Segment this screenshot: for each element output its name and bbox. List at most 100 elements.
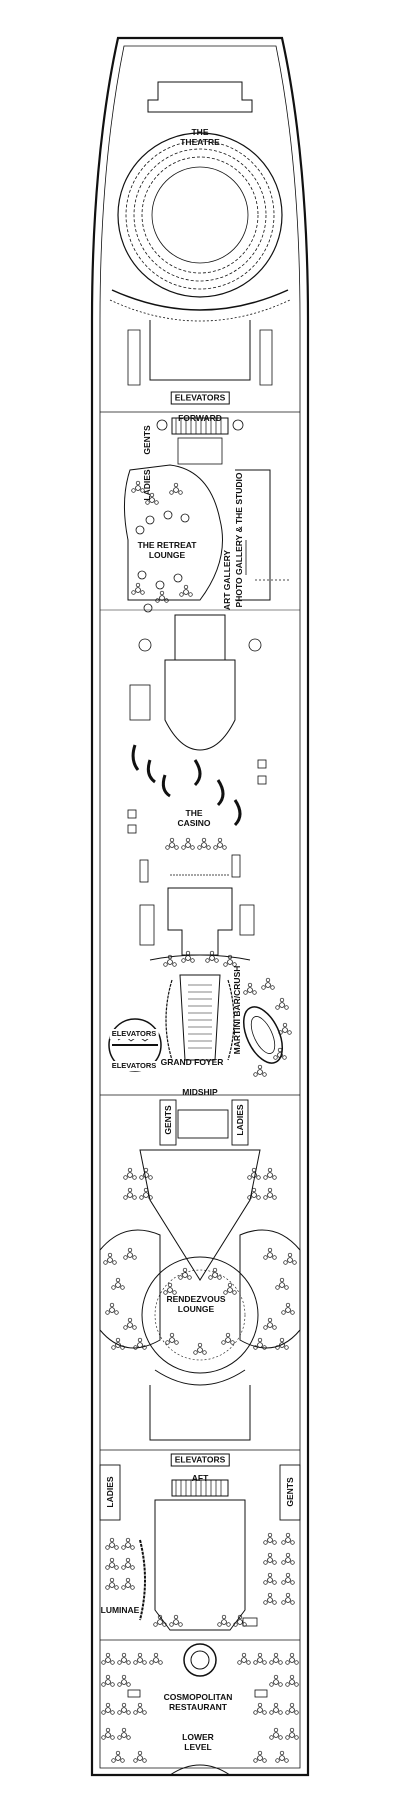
table-cluster xyxy=(281,1552,295,1565)
grand-foyer-label: GRAND FOYER xyxy=(160,1057,224,1067)
table-cluster xyxy=(121,1577,135,1590)
table-cluster xyxy=(165,837,179,850)
table-cluster xyxy=(269,1702,283,1715)
table-cluster xyxy=(285,1674,299,1687)
table-cluster xyxy=(105,1557,119,1570)
ladies-midship-label: LADIES xyxy=(235,1104,245,1136)
retreat-lounge-area xyxy=(123,464,223,613)
table-cluster xyxy=(273,1047,287,1060)
lower-level-label: LOWER LEVEL xyxy=(182,1732,214,1752)
table-cluster xyxy=(131,480,145,493)
table-cluster xyxy=(263,1572,277,1585)
table-cluster xyxy=(133,1702,147,1715)
table-cluster xyxy=(131,582,145,595)
table-cluster xyxy=(121,1557,135,1570)
table-cluster xyxy=(253,1750,267,1763)
martini-bar-label: MARTINI BAR/CRUSH xyxy=(232,965,242,1055)
table-cluster xyxy=(269,1652,283,1665)
table-cluster xyxy=(217,1614,231,1627)
table-cluster xyxy=(181,837,195,850)
table-cluster xyxy=(275,1750,289,1763)
table-cluster xyxy=(263,1247,277,1260)
aft-elevators-label: ELEVATORS xyxy=(170,1453,230,1467)
table-cluster xyxy=(139,1187,153,1200)
table-cluster xyxy=(139,1167,153,1180)
seating-tables xyxy=(101,480,299,1763)
table-cluster xyxy=(117,1674,131,1687)
gents-midship-label: GENTS xyxy=(163,1105,173,1135)
glass-elevators-top-label: ELEVATORS xyxy=(109,1029,159,1039)
table-cluster xyxy=(263,1167,277,1180)
ladies-aft-label: LADIES xyxy=(105,1476,115,1508)
art-gallery-area xyxy=(235,469,290,601)
midship-restrooms xyxy=(100,1094,300,1281)
midship-label: MIDSHIP xyxy=(182,1087,218,1097)
table-cluster xyxy=(133,1652,147,1665)
table-cluster xyxy=(165,1332,179,1345)
table-cluster xyxy=(101,1652,115,1665)
rendezvous-lounge-label: RENDEZVOUS LOUNGE xyxy=(166,1294,226,1314)
gents-forward-label: GENTS xyxy=(142,425,152,455)
table-cluster xyxy=(101,1702,115,1715)
table-cluster xyxy=(208,1267,222,1280)
table-cluster xyxy=(101,1727,115,1740)
forward-stairs xyxy=(175,418,222,434)
table-cluster xyxy=(237,1652,251,1665)
table-cluster xyxy=(283,1252,297,1265)
table-cluster xyxy=(111,1277,125,1290)
midship-core xyxy=(139,887,255,956)
table-cluster xyxy=(117,1727,131,1740)
table-cluster xyxy=(281,1592,295,1605)
table-cluster xyxy=(269,1727,283,1740)
table-cluster xyxy=(263,1532,277,1545)
table-cluster xyxy=(105,1537,119,1550)
table-cluster xyxy=(163,1282,177,1295)
table-cluster xyxy=(121,1537,135,1550)
central-structure xyxy=(100,609,300,751)
table-cluster xyxy=(101,1674,115,1687)
table-cluster xyxy=(253,1337,267,1350)
forward-label: FORWARD xyxy=(178,413,222,423)
table-cluster xyxy=(223,954,237,967)
table-cluster xyxy=(123,1187,137,1200)
table-cluster xyxy=(269,1674,283,1687)
forward-elevators-label: ELEVATORS xyxy=(170,391,230,405)
photo-gallery-label: PHOTO GALLERY & THE STUDIO xyxy=(234,472,244,608)
table-cluster xyxy=(163,954,177,967)
table-cluster xyxy=(155,590,169,603)
table-cluster xyxy=(263,1552,277,1565)
casino-area xyxy=(127,744,267,883)
table-cluster xyxy=(213,837,227,850)
table-cluster xyxy=(221,1332,235,1345)
table-cluster xyxy=(105,1577,119,1590)
cosmopolitan-restaurant-area xyxy=(100,1617,300,1776)
table-cluster xyxy=(223,1282,237,1295)
table-cluster xyxy=(263,1317,277,1330)
table-cluster xyxy=(153,1614,167,1627)
table-cluster xyxy=(197,837,211,850)
table-cluster xyxy=(149,1652,163,1665)
table-cluster xyxy=(105,1302,119,1315)
aft-core xyxy=(99,1385,301,1631)
table-cluster xyxy=(275,997,289,1010)
table-cluster xyxy=(285,1727,299,1740)
table-cluster xyxy=(253,1652,267,1665)
table-cluster xyxy=(193,1342,207,1355)
table-cluster xyxy=(145,492,159,505)
table-cluster xyxy=(111,1750,125,1763)
table-cluster xyxy=(111,1337,125,1350)
rendezvous-lounge-area xyxy=(99,1229,301,1386)
table-cluster xyxy=(233,1614,247,1627)
table-cluster xyxy=(275,1277,289,1290)
table-cluster xyxy=(117,1702,131,1715)
ladies-forward-label: LADIES xyxy=(142,469,152,501)
casino-label: THE CASINO xyxy=(177,808,211,828)
table-cluster xyxy=(247,1167,261,1180)
cosmopolitan-restaurant-label: COSMOPOLITAN RESTAURANT xyxy=(163,1692,233,1712)
table-cluster xyxy=(281,1302,295,1315)
table-cluster xyxy=(263,1592,277,1605)
aft-label: AFT xyxy=(191,1473,209,1483)
table-cluster xyxy=(123,1247,137,1260)
table-cluster xyxy=(181,950,195,963)
